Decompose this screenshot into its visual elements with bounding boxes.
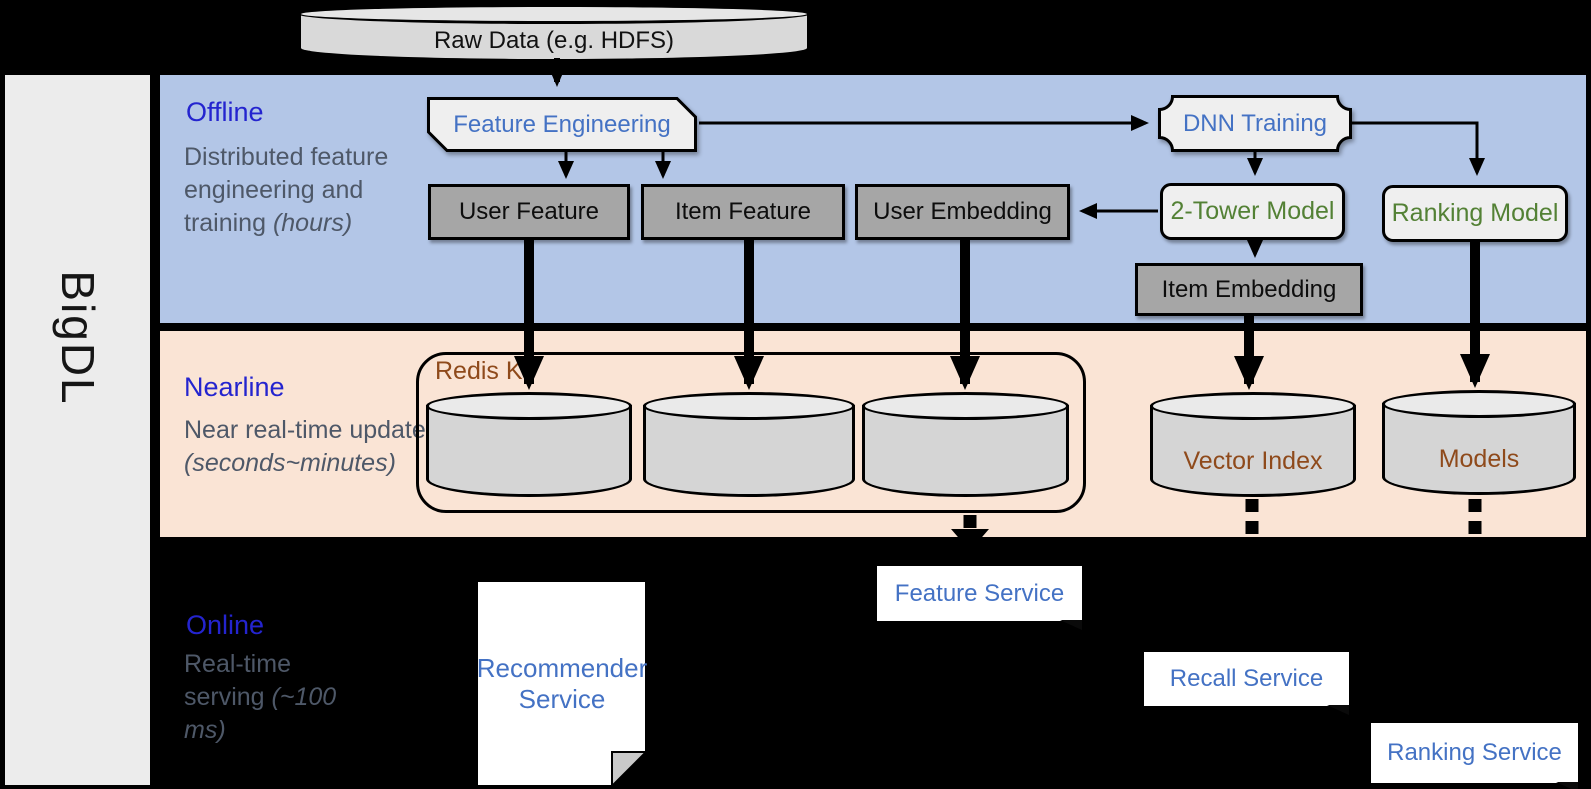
feature-service-node: Feature Service [877,566,1082,630]
item-embedding-node: Item Embedding [1135,263,1363,316]
cylinder-top [1382,390,1576,418]
dnn-training-label: DNN Training [1182,109,1328,137]
recommender-service-node: Recommender Service [476,580,648,787]
offline-description: Distributed feature engineering and trai… [184,141,416,240]
online-description-text: Real-time serving [184,650,291,711]
offline-description-note: (hours) [272,209,353,237]
cylinder-body [1382,403,1576,495]
two-tower-model-node: 2-Tower Model [1160,183,1345,240]
cylinder-top [298,4,810,24]
cylinder-body [426,405,632,497]
cylinder-body [862,405,1069,497]
redis-kv-label: Redis KV [435,357,540,385]
user-feature-node: User Feature [428,184,630,240]
offline-title: Offline [186,97,264,127]
dnn-training-node: DNN Training [1158,95,1352,152]
recommender-service-label: Recommender Service [476,652,648,714]
cylinder-body [1150,405,1356,497]
vector-index-store: Vector Index [1150,392,1356,497]
feature-engineering-label: Feature Engineering [453,110,671,138]
raw-data-label: Raw Data (e.g. HDFS) [433,27,675,54]
cylinder-top [1150,392,1356,420]
kv-store-cylinder-2 [643,392,855,497]
raw-data-store: Raw Data (e.g. HDFS) [298,4,810,62]
document-shape [476,580,648,787]
ranking-service-node: Ranking Service [1371,723,1578,789]
models-label: Models [1438,445,1520,473]
nearline-description: Near real-time update (seconds~minutes) [184,414,446,480]
snip-rect-shape [427,97,697,152]
vector-index-label: Vector Index [1183,447,1323,475]
ranking-model-node: Ranking Model [1382,185,1568,242]
cylinder-top [862,392,1069,420]
cylinder-top [426,392,632,420]
brand-label: BigDL [51,270,104,406]
cylinder-top [643,392,855,420]
nearline-title: Nearline [184,372,285,402]
kv-store-cylinder-1 [426,392,632,497]
online-description: Real-time serving (~100 ms) [184,648,364,747]
recall-service-node: Recall Service [1144,652,1349,715]
online-title: Online [186,610,265,640]
models-store: Models [1382,390,1576,495]
item-feature-node: Item Feature [641,184,845,240]
kv-store-cylinder-3 [862,392,1069,497]
plaque-shape [1158,95,1352,152]
feature-engineering-node: Feature Engineering [427,97,697,152]
nearline-description-text: Near real-time update [184,416,426,444]
user-embedding-node: User Embedding [855,184,1070,240]
nearline-description-note: (seconds~minutes) [184,449,396,477]
offline-description-text: Distributed feature engineering and trai… [184,143,389,237]
online-description-note: (~100 ms) [184,683,337,744]
sidebar-brand-panel: BigDL [5,75,150,785]
cylinder-body [643,405,855,497]
